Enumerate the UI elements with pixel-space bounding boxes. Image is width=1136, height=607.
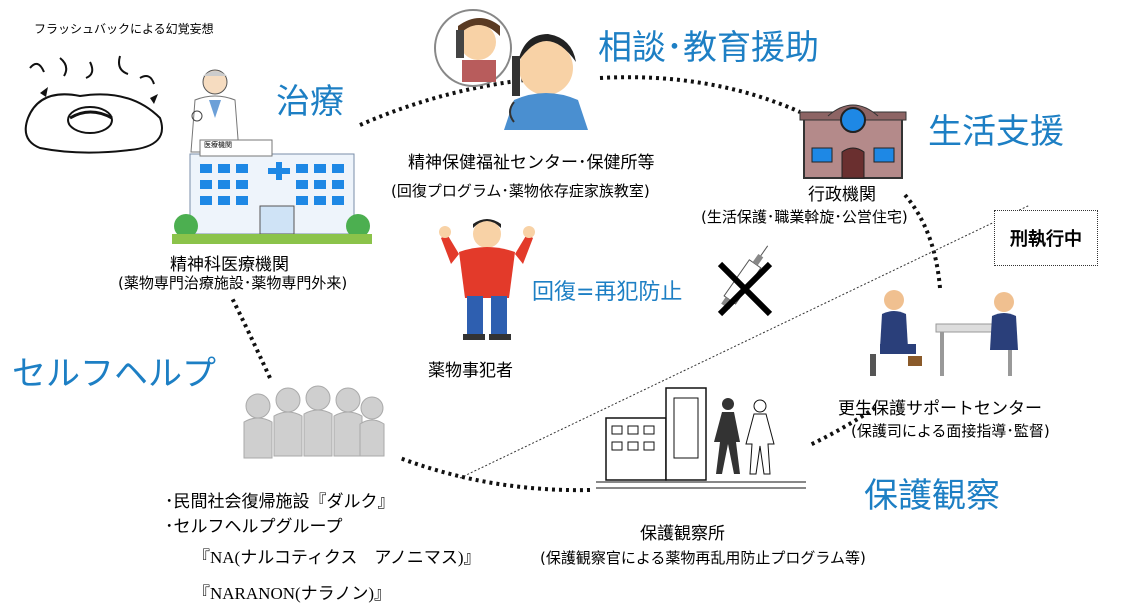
selfhelp-line3: 『NA(ナルコティクス アノニマス)』: [193, 548, 481, 567]
rehab-center-name: 更生保護サポートセンター: [838, 399, 1042, 419]
offender-label: 薬物事犯者: [428, 361, 513, 381]
arc-selfhelp-treatment: [230, 297, 272, 379]
arc-treatment-consultation: [359, 78, 526, 127]
health-center-name: 精神保健福祉センター･保健所等: [408, 153, 655, 173]
probation-office-detail: (保護観察官による薬物再乱用防止プログラム等): [540, 549, 866, 567]
health-center-detail: (回復プログラム･薬物依存症家族教室): [391, 182, 650, 200]
nightmare-illustration: [24, 55, 163, 154]
counseling-illustration: [870, 290, 1018, 376]
selfhelp-line1: ･民間社会復帰施設『ダルク』: [165, 492, 395, 512]
arc-probation-selfhelp: [399, 456, 591, 493]
goal-label: 回復=再犯防止: [532, 280, 683, 305]
arc-life-rehab: [903, 193, 942, 289]
rehab-center-detail: (保護司による面接指導･監督): [851, 422, 1050, 440]
hospital-building-icon: [172, 139, 372, 244]
sentence-divider-line: [459, 204, 1031, 479]
government-building-icon: [799, 104, 907, 179]
selfhelp-line4: 『NARANON(ナラノン)』: [193, 584, 391, 603]
probation-office-illustration: [596, 387, 806, 489]
hospital-detail: (薬物専門治療施設･薬物専門外来): [118, 274, 348, 292]
government-name: 行政機関: [808, 185, 876, 205]
selfhelp-line2: ･セルフヘルプグループ: [165, 517, 343, 537]
arc-rehab-probation: [809, 406, 877, 447]
arc-consultation-life: [599, 75, 801, 114]
doctor-illustration: [190, 69, 240, 153]
group-people-illustration: [243, 385, 385, 459]
hospital-sign: 医療機関: [204, 141, 232, 149]
category-life-support: 生活支援: [928, 112, 1064, 152]
category-probation: 保護観察: [864, 476, 1000, 516]
phone-call-illustration: [434, 9, 588, 130]
government-detail: (生活保護･職業斡旋･公営住宅): [701, 208, 908, 226]
category-consultation: 相談･教育援助: [598, 28, 819, 68]
flashback-caption: フラッシュバックによる幻覚妄想: [34, 22, 214, 36]
strong-man-illustration: [439, 219, 535, 340]
category-treatment: 治療: [276, 82, 344, 122]
sentence-box: 刑執行中: [994, 210, 1098, 266]
hospital-name: 精神科医療機関: [170, 255, 289, 275]
probation-office-name: 保護観察所: [640, 524, 725, 544]
no-syringe-icon: [717, 245, 773, 317]
category-self-help: セルフヘルプ: [12, 354, 216, 394]
